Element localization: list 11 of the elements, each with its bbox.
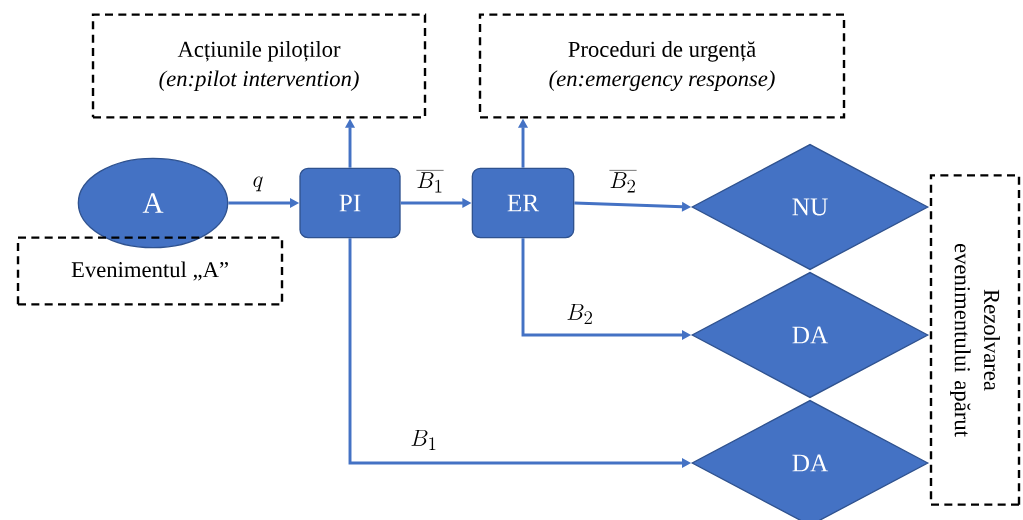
edge-label: $\overline{B_1}$	[416, 170, 444, 193]
process-box: PI	[299, 167, 401, 239]
note-box: Rezolvarea evenimentului apărut	[929, 174, 1021, 506]
note-box: Proceduri de urgență (en:emergency response)	[478, 13, 846, 119]
process-box: ER	[471, 167, 575, 239]
edge-label: $q$	[253, 176, 263, 192]
note-box: Evenimentul „A”	[16, 236, 284, 306]
edge-label: $B_2$	[567, 303, 592, 325]
edge-label: $\overline{B_2}$	[609, 170, 637, 193]
note-box: Acțiunile piloților (en:pilot intervention)	[91, 13, 427, 119]
edge-label: $B_1$	[411, 429, 436, 451]
